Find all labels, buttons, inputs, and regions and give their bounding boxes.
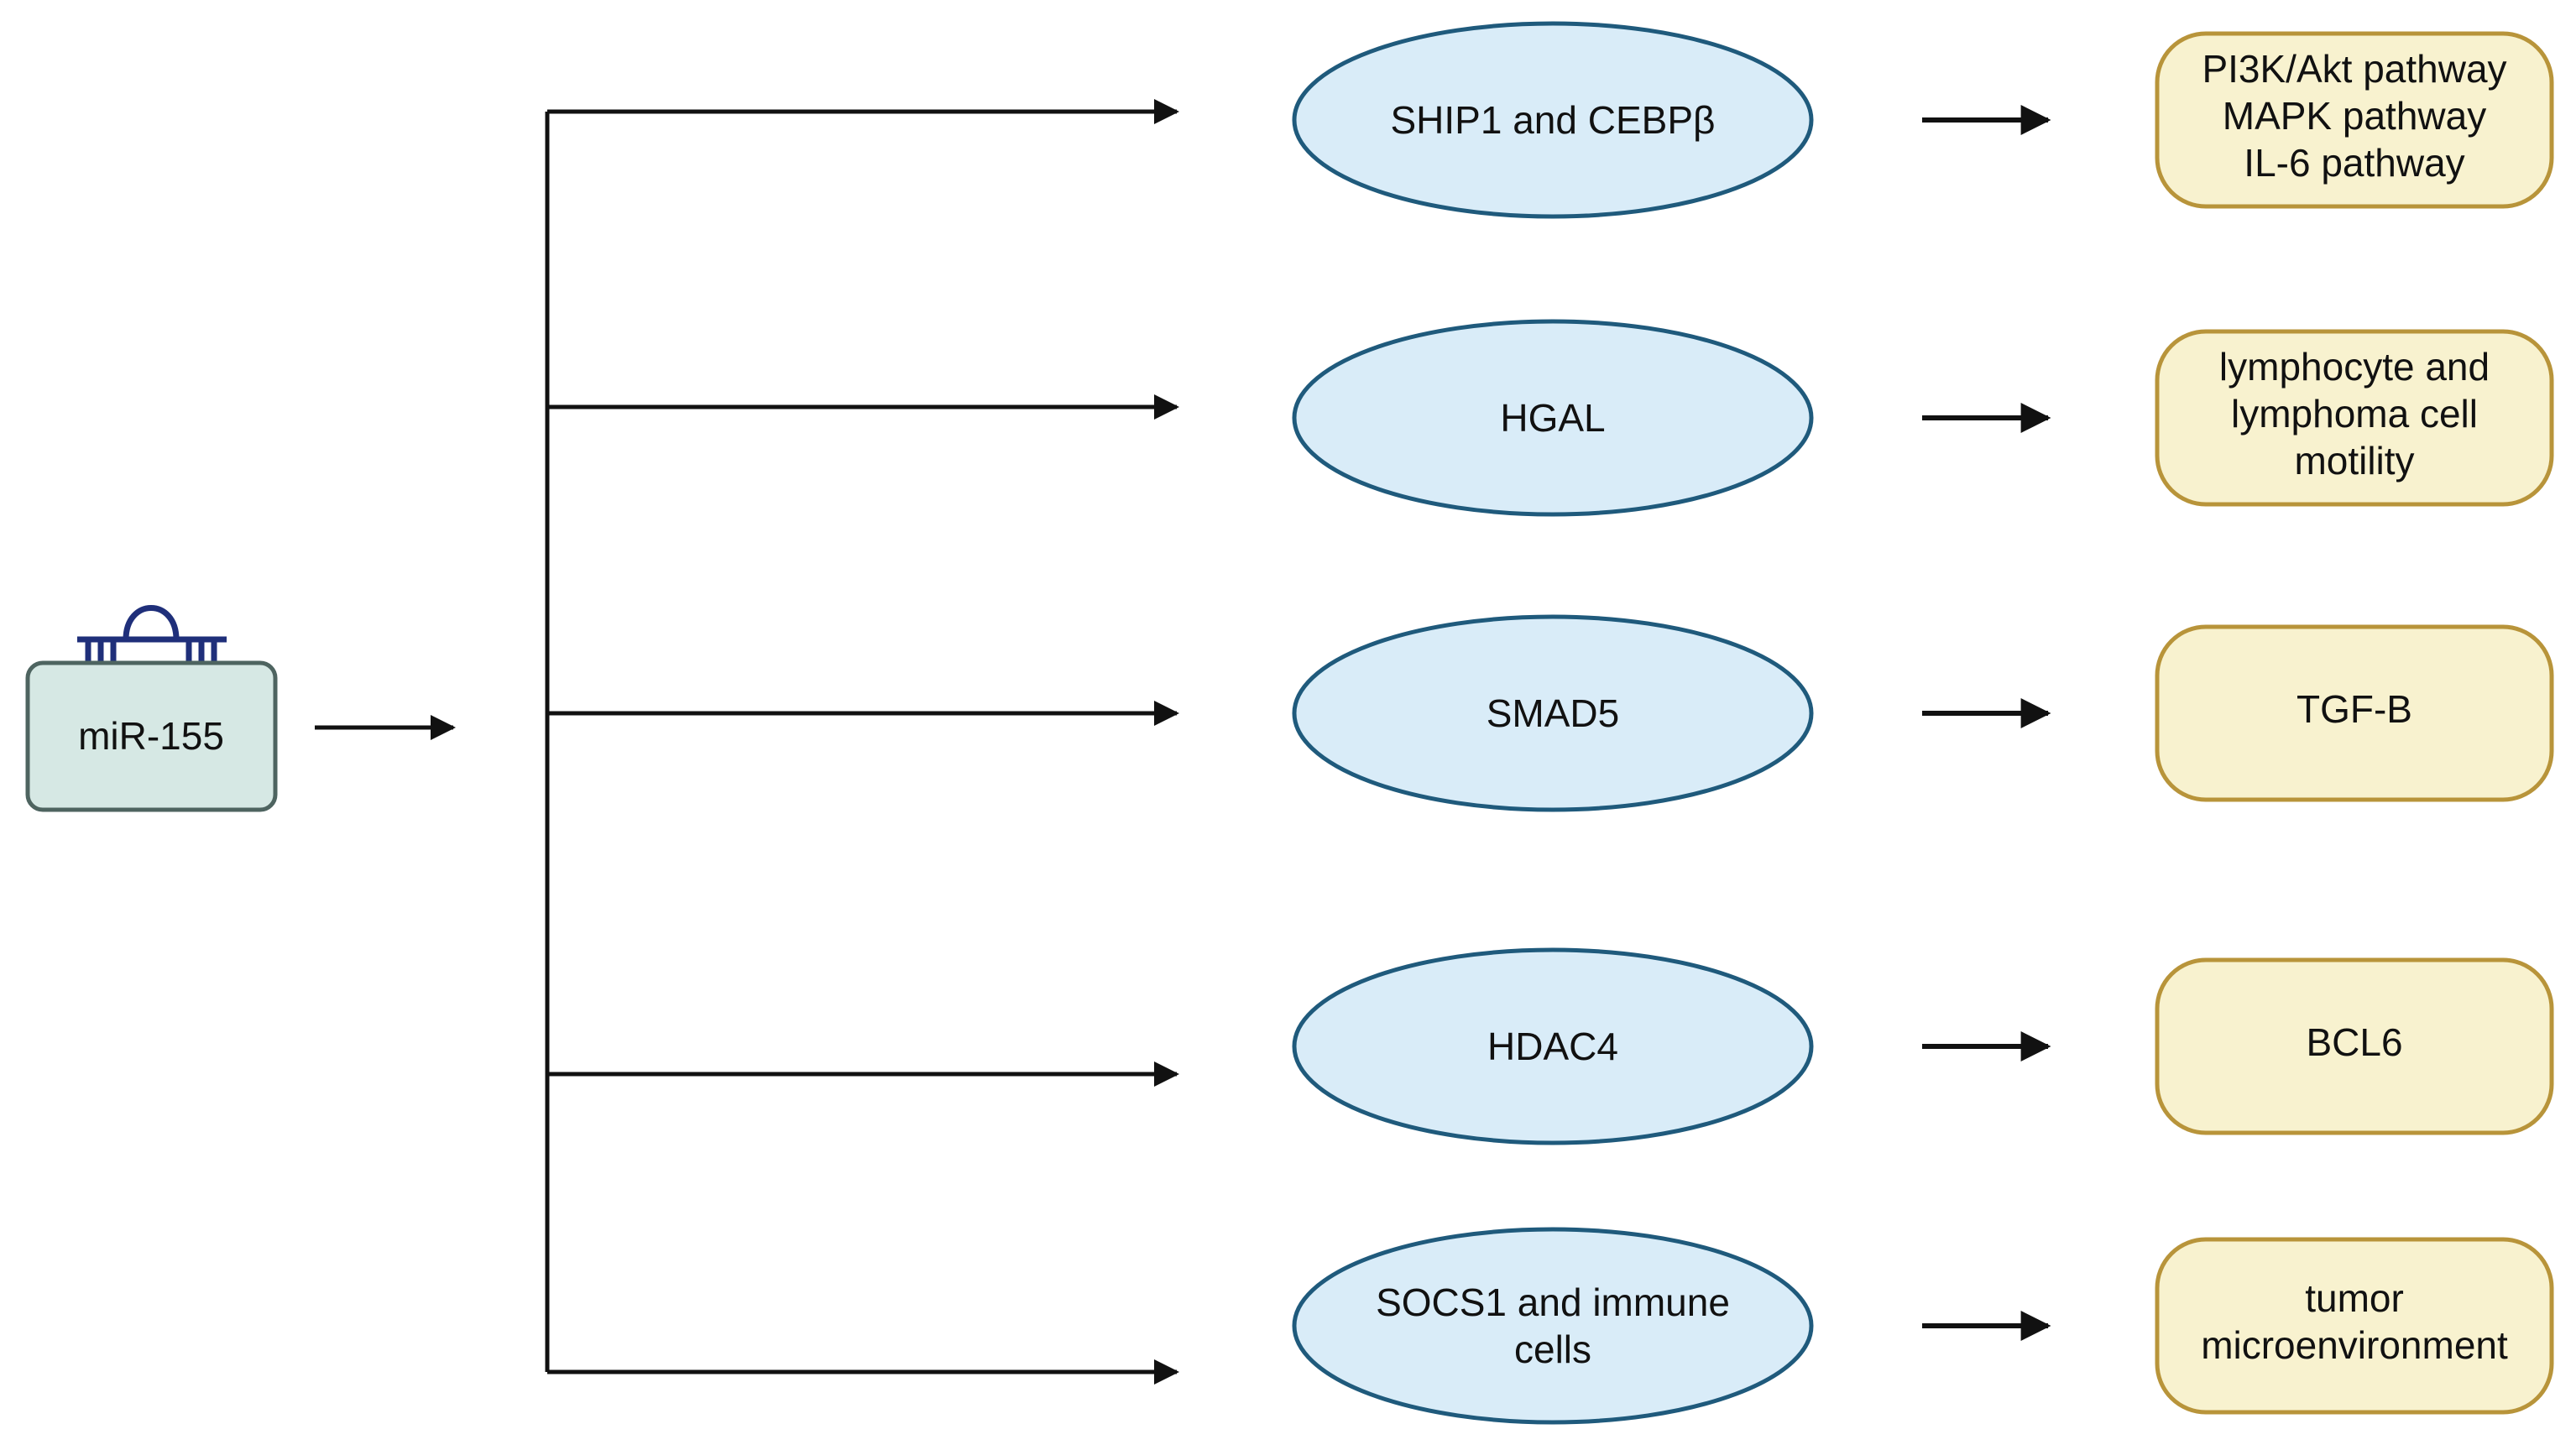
target-label: HDAC4 (1487, 1025, 1618, 1068)
effect-box (2155, 957, 2554, 1135)
rna-hairpin-icon (77, 605, 227, 663)
effect-label: tumor (2305, 1276, 2404, 1320)
effect-label: lymphoma cell (2231, 392, 2478, 436)
target-node: HGAL (1292, 319, 1814, 517)
effect-label: TGF-B (2296, 687, 2412, 731)
target-ellipse (1292, 614, 1814, 812)
target-label: SOCS1 and immune (1376, 1280, 1730, 1324)
effect-box (2155, 1237, 2554, 1415)
effect-label: MAPK pathway (2223, 94, 2486, 138)
target-label: cells (1514, 1327, 1591, 1371)
effect-label: microenvironment (2201, 1323, 2508, 1367)
source-node: miR-155 (25, 605, 278, 812)
effect-label: IL-6 pathway (2244, 141, 2464, 185)
source-box (25, 660, 278, 812)
source-label: miR-155 (78, 714, 224, 758)
effect-node: TGF-B (2155, 624, 2554, 802)
target-label: SHIP1 and CEBPβ (1391, 98, 1716, 142)
target-ellipse (1292, 947, 1814, 1145)
effect-box (2155, 624, 2554, 802)
effect-node: BCL6 (2155, 957, 2554, 1135)
connectors (315, 99, 2051, 1385)
target-ellipse (1292, 1227, 1814, 1425)
effect-label: PI3K/Akt pathway (2202, 47, 2506, 91)
target-node: SHIP1 and CEBPβ (1292, 21, 1814, 219)
target-ellipse (1292, 319, 1814, 517)
effect-box (2155, 31, 2554, 209)
effect-label: motility (2294, 439, 2414, 482)
target-node: SMAD5 (1292, 614, 1814, 812)
effect-label: BCL6 (2306, 1020, 2402, 1064)
target-node: HDAC4 (1292, 947, 1814, 1145)
target-label: HGAL (1500, 396, 1605, 440)
effect-box (2155, 329, 2554, 507)
target-label: SMAD5 (1487, 691, 1619, 735)
effect-label: lymphocyte and (2219, 345, 2490, 389)
target-ellipse (1292, 21, 1814, 219)
